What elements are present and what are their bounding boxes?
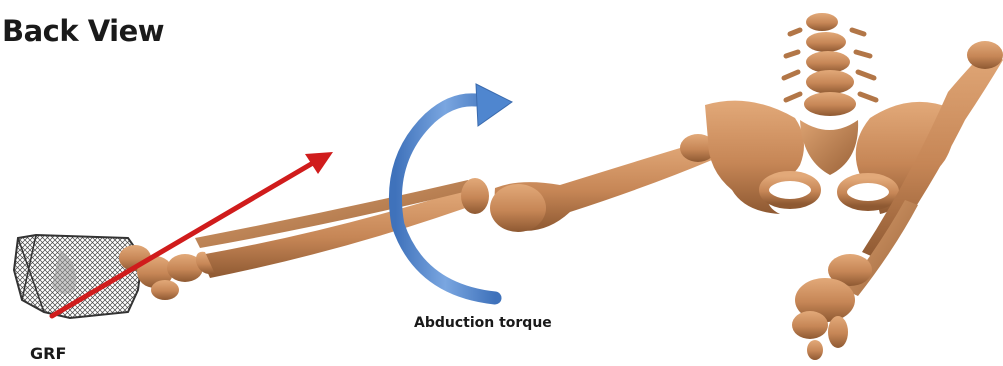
femur-bone bbox=[490, 134, 716, 232]
page-title: Back View bbox=[2, 14, 164, 48]
grf-label: GRF bbox=[30, 344, 66, 363]
grf-arrow bbox=[52, 152, 333, 316]
lower-leg-bones bbox=[195, 178, 489, 278]
abduction-torque-label: Abduction torque bbox=[414, 315, 552, 331]
spine-bones bbox=[784, 13, 876, 116]
